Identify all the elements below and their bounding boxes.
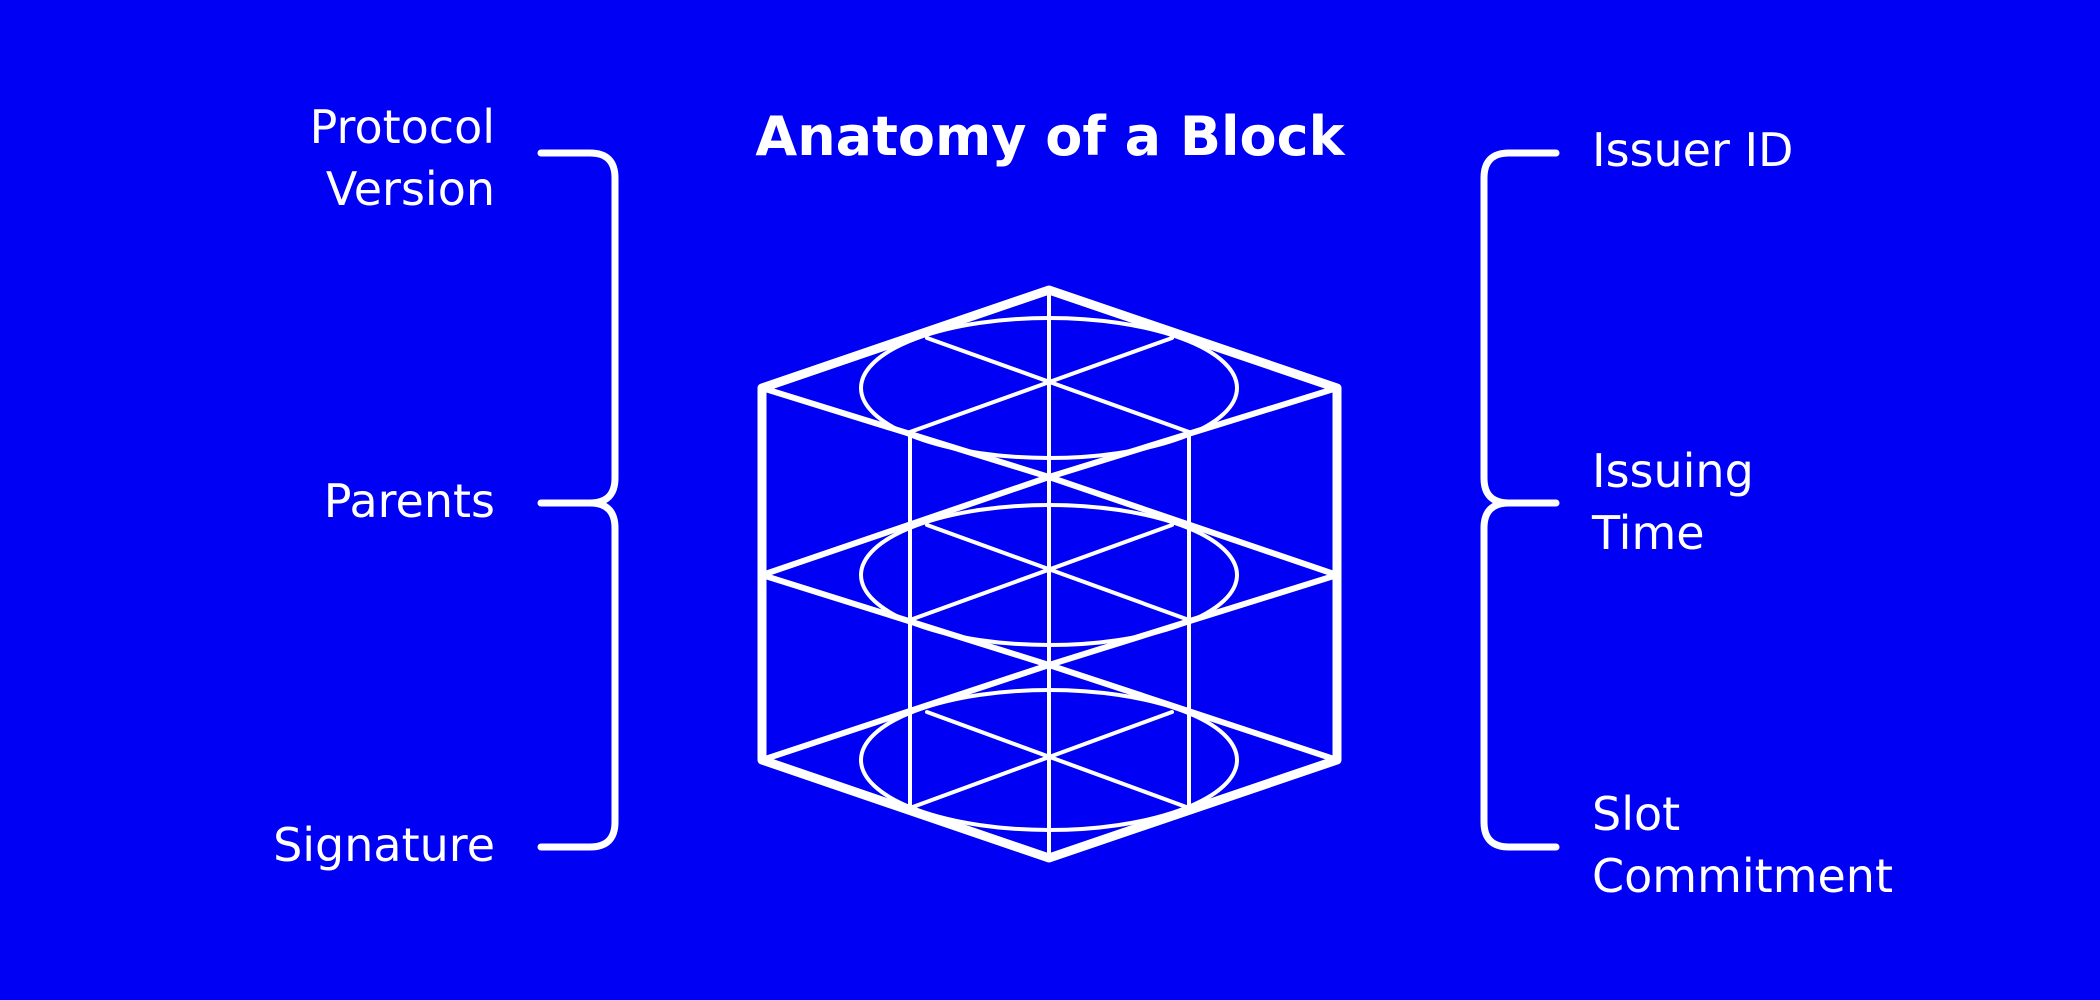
field-parents-line1: Parents	[323, 474, 495, 528]
field-issuing-time-line1: Issuing	[1592, 444, 1754, 498]
field-protocol-version-line1: Protocol	[309, 100, 495, 154]
field-signature: Signature	[273, 814, 495, 876]
field-slot-commitment-line2: Commitment	[1592, 849, 1893, 903]
block-cube-icon	[757, 285, 1342, 863]
field-slot-commitment: Slot Commitment	[1592, 783, 1893, 907]
field-signature-line1: Signature	[273, 818, 495, 872]
right-bracket	[1480, 149, 1560, 851]
field-protocol-version-line2: Version	[325, 162, 495, 216]
left-bracket	[537, 149, 619, 851]
field-issuing-time-line2: Time	[1592, 506, 1705, 560]
field-issuer-id: Issuer ID	[1592, 119, 1793, 181]
field-issuer-id-line1: Issuer ID	[1592, 123, 1794, 177]
field-slot-commitment-line1: Slot	[1592, 787, 1681, 841]
field-parents: Parents	[324, 470, 495, 532]
field-protocol-version: Protocol Version	[310, 96, 495, 220]
diagram-title: Anatomy of a Block	[755, 105, 1345, 168]
field-issuing-time: Issuing Time	[1592, 440, 1754, 564]
